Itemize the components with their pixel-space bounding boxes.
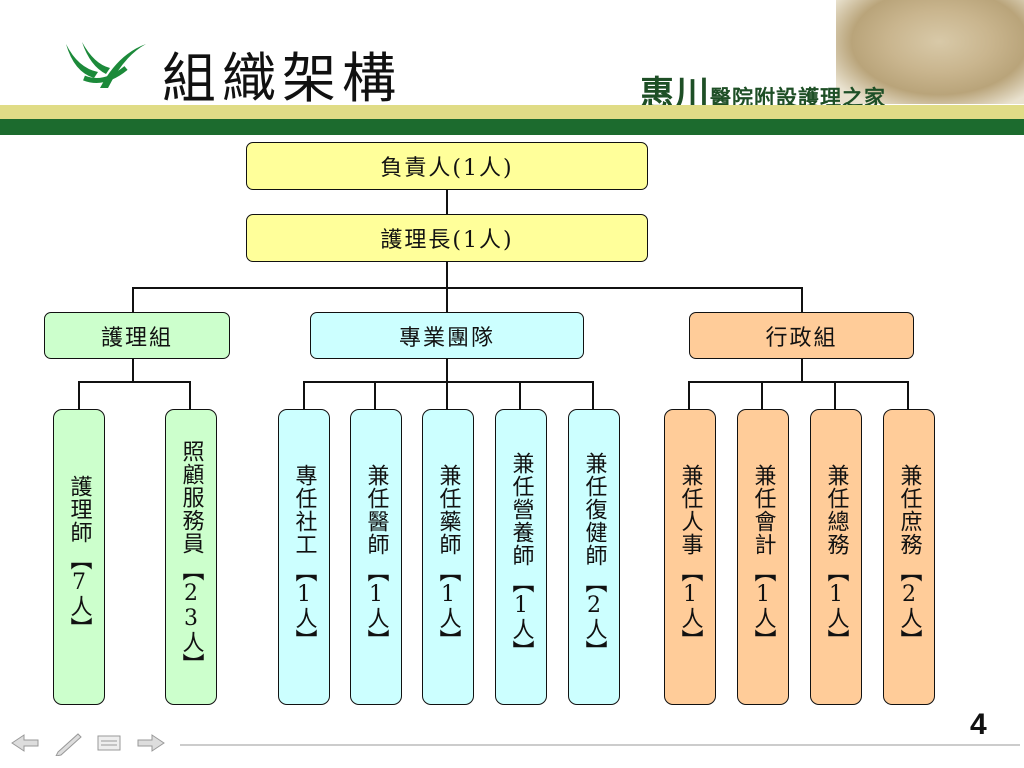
connector-line	[761, 381, 763, 409]
org-node-admin-group: 行政組	[689, 312, 914, 359]
connector-line	[801, 358, 803, 382]
member-count: 【1人】	[677, 559, 703, 651]
org-node-care-attendant: 照顧服務員 【23人】	[165, 409, 217, 705]
member-title: 照顧服務員	[178, 439, 204, 555]
connector-line	[132, 287, 803, 289]
connector-line	[446, 381, 448, 409]
header-photo	[836, 0, 1024, 104]
member-title: 護理師	[66, 475, 92, 544]
member-title: 專任社工	[291, 463, 317, 556]
menu-icon[interactable]	[97, 735, 121, 751]
member-title: 兼任人事	[677, 463, 703, 556]
member-title: 兼任營養師	[508, 452, 534, 567]
member-title: 兼任藥師	[435, 463, 461, 556]
member-count: 【1人】	[750, 559, 776, 651]
footer-divider	[180, 744, 1020, 746]
connector-line	[78, 381, 191, 383]
org-node-nursing-group: 護理組	[44, 312, 230, 359]
connector-line	[688, 381, 909, 383]
org-node-professional-team: 專業團隊	[310, 312, 584, 359]
org-node-physician: 兼任醫師 【1人】	[350, 409, 402, 705]
connector-line	[446, 190, 448, 214]
connector-line	[132, 358, 134, 382]
connector-line	[519, 381, 521, 409]
org-node-social-worker: 專任社工 【1人】	[278, 409, 330, 705]
back-arrow-icon[interactable]	[11, 734, 39, 752]
member-count: 【1人】	[508, 571, 534, 662]
org-node-chief-nurse: 護理長(1人)	[246, 214, 648, 262]
connector-line	[907, 381, 909, 409]
hospital-logo-icon	[66, 42, 146, 88]
member-title: 兼任醫師	[363, 463, 389, 556]
connector-line	[374, 381, 376, 409]
connector-line	[801, 287, 803, 312]
org-node-miscellaneous-affairs: 兼任庶務 【2人】	[883, 409, 935, 705]
member-count: 【1人】	[435, 559, 461, 651]
org-node-nurse: 護理師 【7人】	[53, 409, 105, 705]
header-bar-green	[0, 119, 1024, 135]
connector-line	[688, 381, 690, 409]
org-node-dietitian: 兼任營養師 【1人】	[495, 409, 547, 705]
slide-navigation	[11, 733, 165, 756]
connector-line	[303, 381, 305, 409]
member-count: 【1人】	[823, 559, 849, 651]
member-count: 【2人】	[896, 559, 922, 651]
member-count: 【23人】	[178, 558, 204, 675]
member-title: 兼任總務	[823, 463, 849, 556]
connector-line	[78, 381, 80, 409]
member-count: 【1人】	[291, 559, 317, 651]
org-node-accounting: 兼任會計 【1人】	[737, 409, 789, 705]
connector-line	[132, 287, 134, 312]
member-title: 兼任庶務	[896, 463, 922, 556]
connector-line	[446, 358, 448, 382]
org-node-personnel: 兼任人事 【1人】	[664, 409, 716, 705]
slide-title: 組織架構	[162, 47, 402, 110]
page-number: 4	[970, 708, 987, 741]
connector-line	[834, 381, 836, 409]
org-node-rehabilitation-therapist: 兼任復健師 【2人】	[568, 409, 620, 705]
member-title: 兼任復健師	[581, 452, 607, 567]
member-count: 【1人】	[363, 559, 389, 651]
member-count: 【7人】	[66, 548, 92, 639]
member-title: 兼任會計	[750, 463, 776, 556]
connector-line	[303, 381, 594, 383]
connector-line	[446, 287, 448, 312]
org-node-pharmacist: 兼任藥師 【1人】	[422, 409, 474, 705]
header-bar-yellow	[0, 105, 1024, 119]
connector-line	[446, 262, 448, 288]
org-node-head: 負責人(1人)	[246, 142, 648, 190]
member-count: 【2人】	[581, 571, 607, 662]
org-node-general-affairs: 兼任總務 【1人】	[810, 409, 862, 705]
connector-line	[592, 381, 594, 409]
forward-arrow-icon[interactable]	[137, 734, 165, 752]
connector-line	[189, 381, 191, 409]
pen-icon[interactable]	[55, 733, 82, 756]
